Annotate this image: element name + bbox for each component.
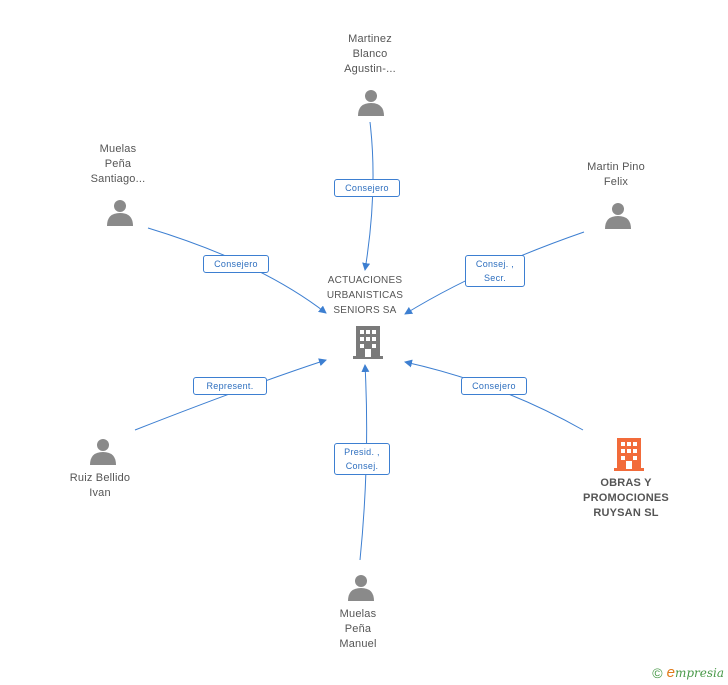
person-label-ruiz[interactable]: Ruiz Bellido Ivan [69,472,131,499]
relation-label-martinez[interactable]: Consejero [334,179,400,197]
copyright-icon: © [652,664,663,681]
person-icon-martinez[interactable] [357,88,385,116]
person-label-martinez[interactable]: Martinez Blanco Agustin-... [344,33,396,75]
relation-label-ruiz[interactable]: Represent. [193,377,267,395]
center-company-label[interactable]: ACTUACIONES URBANISTICAS SENIORS SA [326,275,404,316]
person-icon-martin-pino[interactable] [604,201,632,229]
relation-label-muelas-manuel[interactable]: Presid. , Consej. [334,443,390,475]
edge-ruiz [134,358,327,431]
relation-label-muelas-santiago[interactable]: Consejero [203,255,269,273]
center-building-icon[interactable] [353,325,383,359]
person-icon-ruiz[interactable] [89,437,117,465]
footer-branding: © empresia [652,664,724,681]
person-label-muelas-manuel[interactable]: Muelas Peña Manuel [339,608,377,650]
brand-logo: empresia [666,664,724,681]
company-label-ruysan[interactable]: OBRAS Y PROMOCIONES RUYSAN SL [583,477,669,519]
edge-company [404,359,584,431]
person-icon-muelas-santiago[interactable] [106,198,134,226]
relation-label-martin-pino[interactable]: Consej. , Secr. [465,255,525,287]
person-label-martin-pino[interactable]: Martin Pino Felix [587,161,645,188]
person-label-muelas-santiago[interactable]: Muelas Peña Santiago... [90,143,146,185]
person-icon-muelas-manuel[interactable] [347,573,375,601]
relation-label-company[interactable]: Consejero [461,377,527,395]
company-building-icon[interactable] [614,437,644,471]
